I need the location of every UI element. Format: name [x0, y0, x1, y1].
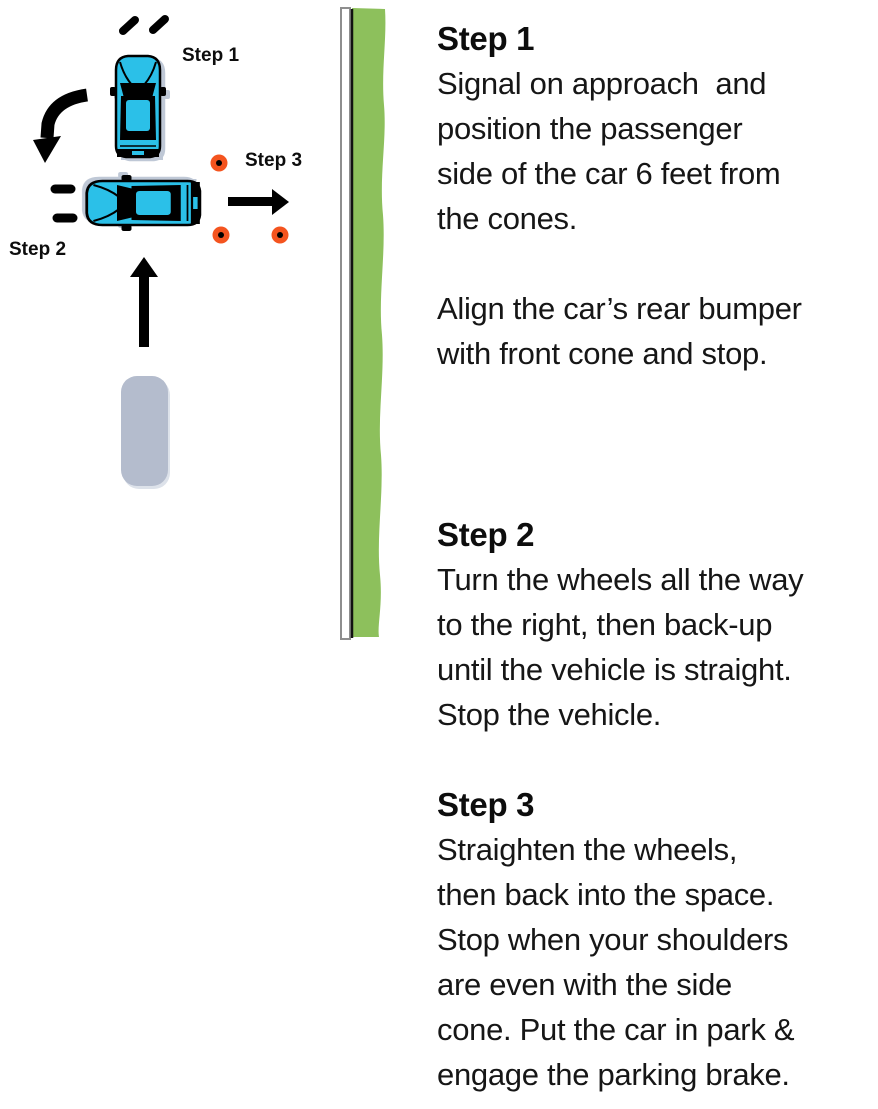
- text-line: Align the car’s rear bumper: [437, 291, 802, 326]
- step-3-paragraph-1: Straighten the wheels, then back into th…: [437, 827, 878, 1097]
- rear-cone-left-icon: [212, 226, 230, 244]
- rear-cone-right-icon: [271, 226, 289, 244]
- text-line: side of the car 6 feet from: [437, 156, 781, 191]
- text-line: Turn the wheels all the way: [437, 562, 804, 597]
- car-start-ghost-icon: [121, 376, 168, 486]
- step-2-instructions: Step 2 Turn the wheels all the way to th…: [437, 512, 878, 737]
- text-line: position the passenger: [437, 111, 743, 146]
- step-1-paragraph-2: Align the car’s rear bumper with front c…: [437, 286, 878, 376]
- skid-marks-left: [50, 184, 78, 223]
- text-line: Signal on approach and: [437, 66, 767, 101]
- text-line: then back into the space.: [437, 877, 775, 912]
- grass-strip: [352, 8, 386, 637]
- parking-diagram: [33, 7, 386, 640]
- curb: [340, 7, 351, 640]
- text-line: with front cone and stop.: [437, 336, 768, 371]
- diagram-step1-label: Step 1: [182, 45, 240, 66]
- text-line: to the right, then back-up: [437, 607, 773, 642]
- text-line: engage the parking brake.: [437, 1057, 790, 1092]
- right-arrow-icon: [228, 189, 289, 215]
- curved-arrow-icon: [33, 88, 89, 163]
- text-line: are even with the side: [437, 967, 732, 1002]
- text-line: Stop when your shoulders: [437, 922, 789, 957]
- step-1-instructions: Step 1 Signal on approach and position t…: [437, 16, 878, 376]
- step-3-instructions: Step 3 Straighten the wheels, then back …: [437, 782, 878, 1097]
- skid-marks-top: [119, 15, 169, 35]
- text-line: cone. Put the car in park &: [437, 1012, 795, 1047]
- car-step1-icon: [108, 54, 168, 159]
- step-2-title: Step 2: [437, 516, 535, 553]
- up-arrow-icon: [130, 257, 158, 347]
- text-line: the cones.: [437, 201, 578, 236]
- text-line: until the vehicle is straight.: [437, 652, 792, 687]
- diagram-step3-label: Step 3: [245, 150, 303, 171]
- step-2-paragraph-1: Turn the wheels all the way to the right…: [437, 557, 878, 737]
- step-3-title: Step 3: [437, 786, 535, 823]
- car-step2-icon: [85, 173, 202, 233]
- diagram-step2-label: Step 2: [9, 239, 67, 260]
- text-line: Stop the vehicle.: [437, 697, 662, 732]
- front-cone-icon: [210, 154, 228, 172]
- step-1-paragraph-1: Signal on approach and position the pass…: [437, 61, 878, 241]
- text-line: Straighten the wheels,: [437, 832, 738, 867]
- step-1-title: Step 1: [437, 20, 535, 57]
